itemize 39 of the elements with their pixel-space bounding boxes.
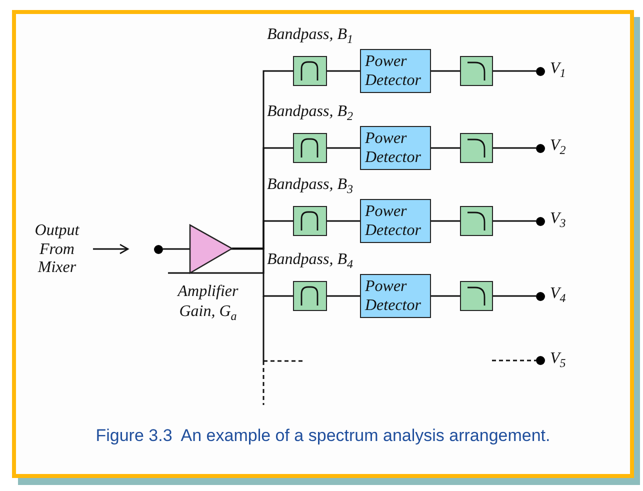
connector-line xyxy=(431,220,460,222)
bandpass-filter-box xyxy=(293,133,327,163)
connector-line xyxy=(431,295,460,297)
input-label: Output From Mixer xyxy=(24,222,90,278)
connector-line xyxy=(327,70,360,72)
connector-line xyxy=(493,70,536,72)
figure-caption: Figure 3.3 An example of a spectrum analysis arrangement. xyxy=(94,426,552,446)
power-detector-box: Power Detector xyxy=(360,126,431,170)
connector-line xyxy=(327,220,360,222)
dashed-line xyxy=(492,360,536,362)
bandpass-filter-box xyxy=(293,56,327,86)
amplifier-label: Amplifier Gain, G$_{a}$ xyxy=(176,282,240,322)
arrow xyxy=(93,244,129,254)
filter-label: Bandpass, B$_{1}$ xyxy=(267,26,353,44)
connector-line xyxy=(431,147,460,149)
lowpass-filter-box xyxy=(460,281,493,311)
filter-label: Bandpass, B$_{4}$ xyxy=(267,251,353,269)
connector-line xyxy=(493,295,536,297)
lowpass-filter-box xyxy=(460,206,493,236)
connector-line xyxy=(493,147,536,149)
connector-line xyxy=(232,248,293,297)
lowpass-filter-box xyxy=(460,56,493,86)
output-label: V$_{4}$ xyxy=(550,285,566,303)
connector-line xyxy=(431,70,460,72)
output-label: V$_{2}$ xyxy=(550,137,566,155)
filter-label: Bandpass, B$_{2}$ xyxy=(267,103,353,121)
power-detector-box: Power Detector xyxy=(360,274,431,318)
connector-line xyxy=(327,147,360,149)
bandpass-filter-box xyxy=(293,281,327,311)
connector-line xyxy=(493,220,536,222)
output-label: V$_{5}$ xyxy=(550,350,566,368)
power-detector-box: Power Detector xyxy=(360,199,431,243)
bandpass-filter-box xyxy=(293,206,327,236)
output-label: V$_{3}$ xyxy=(550,210,566,228)
lowpass-filter-box xyxy=(460,133,493,163)
filter-label: Bandpass, B$_{3}$ xyxy=(267,176,353,194)
output-label: V$_{1}$ xyxy=(550,60,566,78)
power-detector-box: Power Detector xyxy=(360,49,431,93)
connector-line xyxy=(327,295,360,297)
